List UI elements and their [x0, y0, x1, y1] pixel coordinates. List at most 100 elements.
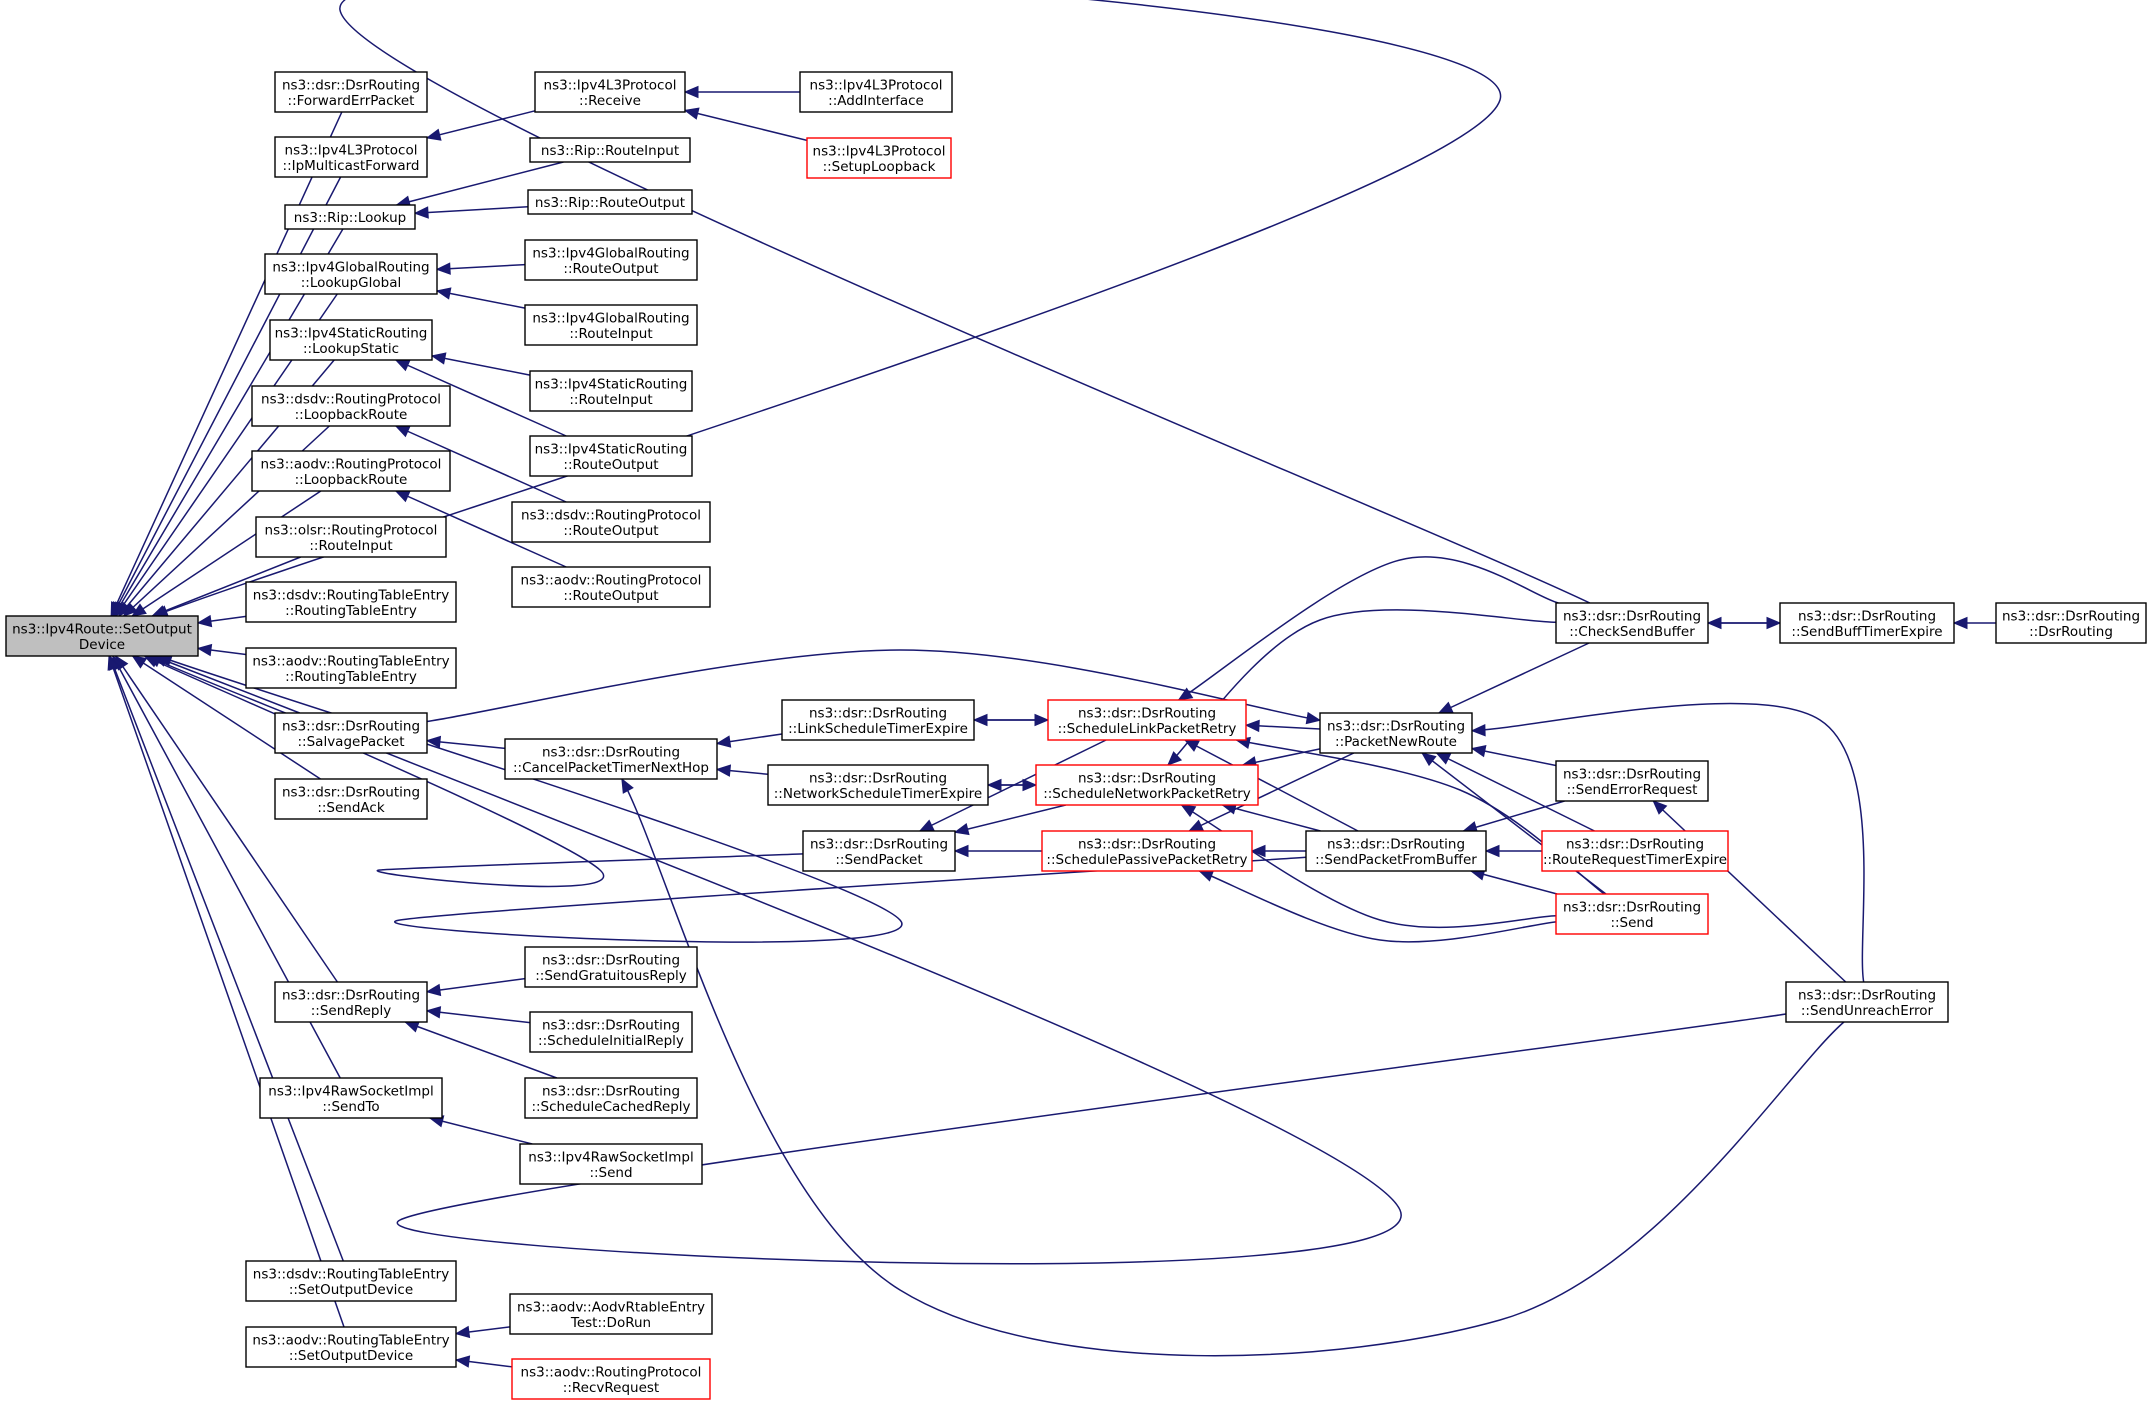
node-label: ns3::dsdv::RoutingTableEntry [253, 1266, 449, 1282]
arrowhead [454, 1355, 471, 1368]
node-box [767, 764, 989, 806]
node-dsr-sendunreach[interactable]: ns3::dsr::DsrRouting::SendUnreachError [1785, 981, 1949, 1023]
node-dsr-sendfrombuffer[interactable]: ns3::dsr::DsrRouting::SendPacketFromBuff… [1305, 830, 1487, 872]
node-rip-routeinput[interactable]: ns3::Rip::RouteInput [529, 137, 691, 163]
node-box [284, 204, 416, 230]
node-label: ns3::Ipv4GlobalRouting [532, 245, 689, 261]
node-box [274, 71, 428, 113]
node-dsr-linktimer[interactable]: ns3::dsr::DsrRouting::LinkScheduleTimerE… [781, 699, 975, 741]
node-label: ::NetworkScheduleTimerExpire [774, 786, 983, 802]
edge-line [1199, 870, 1557, 943]
node-ipv4static-lookup[interactable]: ns3::Ipv4StaticRouting::LookupStatic [269, 319, 433, 361]
node-dsr-senderrorreq[interactable]: ns3::dsr::DsrRouting::SendErrorRequest [1555, 760, 1709, 802]
arrowhead [1183, 739, 1200, 752]
node-box [527, 189, 693, 215]
edge-dsr_schednet-to-dsr_sendpacket [953, 804, 1066, 836]
node-dsdv-loopback[interactable]: ns3::dsdv::RoutingProtocol::LoopbackRout… [251, 385, 451, 427]
node-rip-lookup[interactable]: ns3::Rip::Lookup [284, 204, 416, 230]
edge-dsr_sendunreach-to-dsr_cancel [621, 777, 1845, 1357]
node-aodv-rte-setout[interactable]: ns3::aodv::RoutingTableEntry::SetOutputD… [245, 1326, 457, 1368]
node-ipv4l3-setuploop[interactable]: ns3::Ipv4L3Protocol::SetupLoopback [806, 137, 952, 179]
node-box [524, 1077, 698, 1119]
node-ipv4static-routeinput[interactable]: ns3::Ipv4StaticRouting::RouteInput [529, 370, 693, 412]
node-ipv4global-routeinput[interactable]: ns3::Ipv4GlobalRouting::RouteInput [524, 304, 698, 346]
node-label: ns3::aodv::RoutingProtocol [521, 1364, 702, 1380]
node-dsdv-rte-setout[interactable]: ns3::dsdv::RoutingTableEntry::SetOutputD… [245, 1260, 457, 1302]
edge-dsr_linktimer-to-dsr_schedlink [974, 713, 1050, 727]
edge-dsdv_rte_ctor-to-root [196, 614, 247, 628]
node-dsr-ctor[interactable]: ns3::dsr::DsrRouting::DsrRouting [1995, 602, 2147, 644]
edge-dsr_nettimer-to-dsr_schednet [988, 778, 1038, 792]
node-ipv4l3-addif[interactable]: ns3::Ipv4L3Protocol::AddInterface [799, 71, 953, 113]
node-dsr-salvage[interactable]: ns3::dsr::DsrRouting::SalvagePacket [274, 712, 428, 754]
node-label: ns3::dsr::DsrRouting [1563, 766, 1701, 782]
node-label: ns3::Ipv4RawSocketImpl [528, 1149, 693, 1165]
node-dsr-schedinitial[interactable]: ns3::dsr::DsrRouting::ScheduleInitialRep… [529, 1011, 693, 1053]
node-dsr-schedlink[interactable]: ns3::dsr::DsrRouting::ScheduleLinkPacket… [1047, 699, 1247, 741]
arrowhead [1177, 687, 1194, 701]
node-label: ::LoopbackRoute [295, 472, 408, 488]
node-dsr-sendgratuitous[interactable]: ns3::dsr::DsrRouting::SendGratuitousRepl… [524, 946, 698, 988]
node-dsr-send[interactable]: ns3::dsr::DsrRouting::Send [1555, 893, 1709, 935]
node-label: ::RoutingTableEntry [285, 603, 417, 619]
node-ipv4l3-ipmulti[interactable]: ns3::Ipv4L3Protocol::IpMulticastForward [274, 136, 428, 178]
edge-aodv_rte_ctor-to-root [196, 643, 247, 657]
node-dsr-sendbufftimer[interactable]: ns3::dsr::DsrRouting::SendBuffTimerExpir… [1779, 602, 1955, 644]
node-box [1785, 981, 1949, 1023]
node-dsr-fwd-err[interactable]: ns3::dsr::DsrRouting::ForwardErrPacket [274, 71, 428, 113]
node-label: ns3::aodv::RoutingProtocol [261, 456, 442, 472]
arrowhead [953, 822, 970, 836]
arrowhead [715, 764, 732, 777]
node-dsr-sendack[interactable]: ns3::dsr::DsrRouting::SendAck [274, 778, 428, 820]
edge-dsr_checksendbuffer-to-dsr_packetnewroute [1437, 642, 1590, 714]
node-label: ::RecvRequest [563, 1380, 659, 1396]
node-dsdv-rte-ctor[interactable]: ns3::dsdv::RoutingTableEntry::RoutingTab… [245, 581, 457, 623]
node-box [781, 699, 975, 741]
node-box [1541, 830, 1729, 872]
node-dsr-schednet[interactable]: ns3::dsr::DsrRouting::ScheduleNetworkPac… [1035, 764, 1259, 806]
edge-line [395, 425, 567, 503]
node-aodv-loopback[interactable]: ns3::aodv::RoutingProtocol::LoopbackRout… [251, 450, 451, 492]
node-box [1779, 602, 1955, 644]
node-dsr-cancel[interactable]: ns3::dsr::DsrRouting::CancelPacketTimerN… [504, 738, 718, 780]
edge-line [621, 778, 1845, 1357]
edge-line [429, 1117, 533, 1145]
node-rip-routeoutput[interactable]: ns3::Rip::RouteOutput [527, 189, 693, 215]
node-olsr-routeinput[interactable]: ns3::olsr::RoutingProtocol::RouteInput [255, 516, 447, 558]
node-dsr-nettimer[interactable]: ns3::dsr::DsrRouting::NetworkScheduleTim… [767, 764, 989, 806]
arrowhead [1484, 844, 1500, 858]
node-dsr-sendreply[interactable]: ns3::dsr::DsrRouting::SendReply [274, 981, 428, 1023]
node-root[interactable]: ns3::Ipv4Route::SetOutputDevice [5, 615, 199, 657]
node-label: ::SendAck [317, 800, 385, 816]
node-ipv4static-routeoutput[interactable]: ns3::Ipv4StaticRouting::RouteOutput [529, 435, 693, 477]
node-label: ::RouteInput [309, 538, 392, 554]
node-ipv4raw-send[interactable]: ns3::Ipv4RawSocketImpl::Send [519, 1143, 703, 1185]
node-ipv4raw-sendto[interactable]: ns3::Ipv4RawSocketImpl::SendTo [259, 1077, 443, 1119]
node-box [264, 253, 438, 295]
node-label: ::SendPacket [835, 852, 922, 868]
node-label: ::ScheduleLinkPacketRetry [1058, 721, 1237, 737]
edge-line [426, 110, 536, 139]
node-dsdv-routeoutput[interactable]: ns3::dsdv::RoutingProtocol::RouteOutput [511, 501, 711, 543]
node-ipv4l3-receive[interactable]: ns3::Ipv4L3Protocol::Receive [534, 71, 686, 113]
node-label: ::RouteInput [569, 326, 652, 342]
node-aodv-recvrequest[interactable]: ns3::aodv::RoutingProtocol::RecvRequest [511, 1358, 711, 1400]
edge-line [919, 739, 1107, 832]
node-ipv4global-lookup[interactable]: ns3::Ipv4GlobalRouting::LookupGlobal [264, 253, 438, 295]
node-dsr-checksendbuffer[interactable]: ns3::dsr::DsrRouting::CheckSendBuffer [1555, 602, 1709, 644]
node-dsr-schedpass[interactable]: ns3::dsr::DsrRouting::SchedulePassivePac… [1041, 830, 1253, 872]
node-dsr-sendpacket[interactable]: ns3::dsr::DsrRouting::SendPacket [802, 830, 956, 872]
node-ipv4global-routeoutput[interactable]: ns3::Ipv4GlobalRouting::RouteOutput [524, 239, 698, 281]
node-dsr-rreqtimer[interactable]: ns3::dsr::DsrRouting::RouteRequestTimerE… [1541, 830, 1729, 872]
node-label: ::Send [1610, 915, 1653, 931]
node-label: ns3::dsr::DsrRouting [282, 784, 420, 800]
node-aodv-routeoutput[interactable]: ns3::aodv::RoutingProtocol::RouteOutput [511, 566, 711, 608]
node-aodv-rte-ctor[interactable]: ns3::aodv::RoutingTableEntry::RoutingTab… [245, 647, 457, 689]
edge-line [436, 290, 526, 309]
node-dsr-schedcached[interactable]: ns3::dsr::DsrRouting::ScheduleCachedRepl… [524, 1077, 698, 1119]
node-label: ns3::dsr::DsrRouting [1563, 608, 1701, 624]
node-dsr-packetnewroute[interactable]: ns3::dsr::DsrRouting::PacketNewRoute [1319, 712, 1473, 754]
arrowhead [1188, 819, 1205, 832]
node-box [245, 1326, 457, 1368]
